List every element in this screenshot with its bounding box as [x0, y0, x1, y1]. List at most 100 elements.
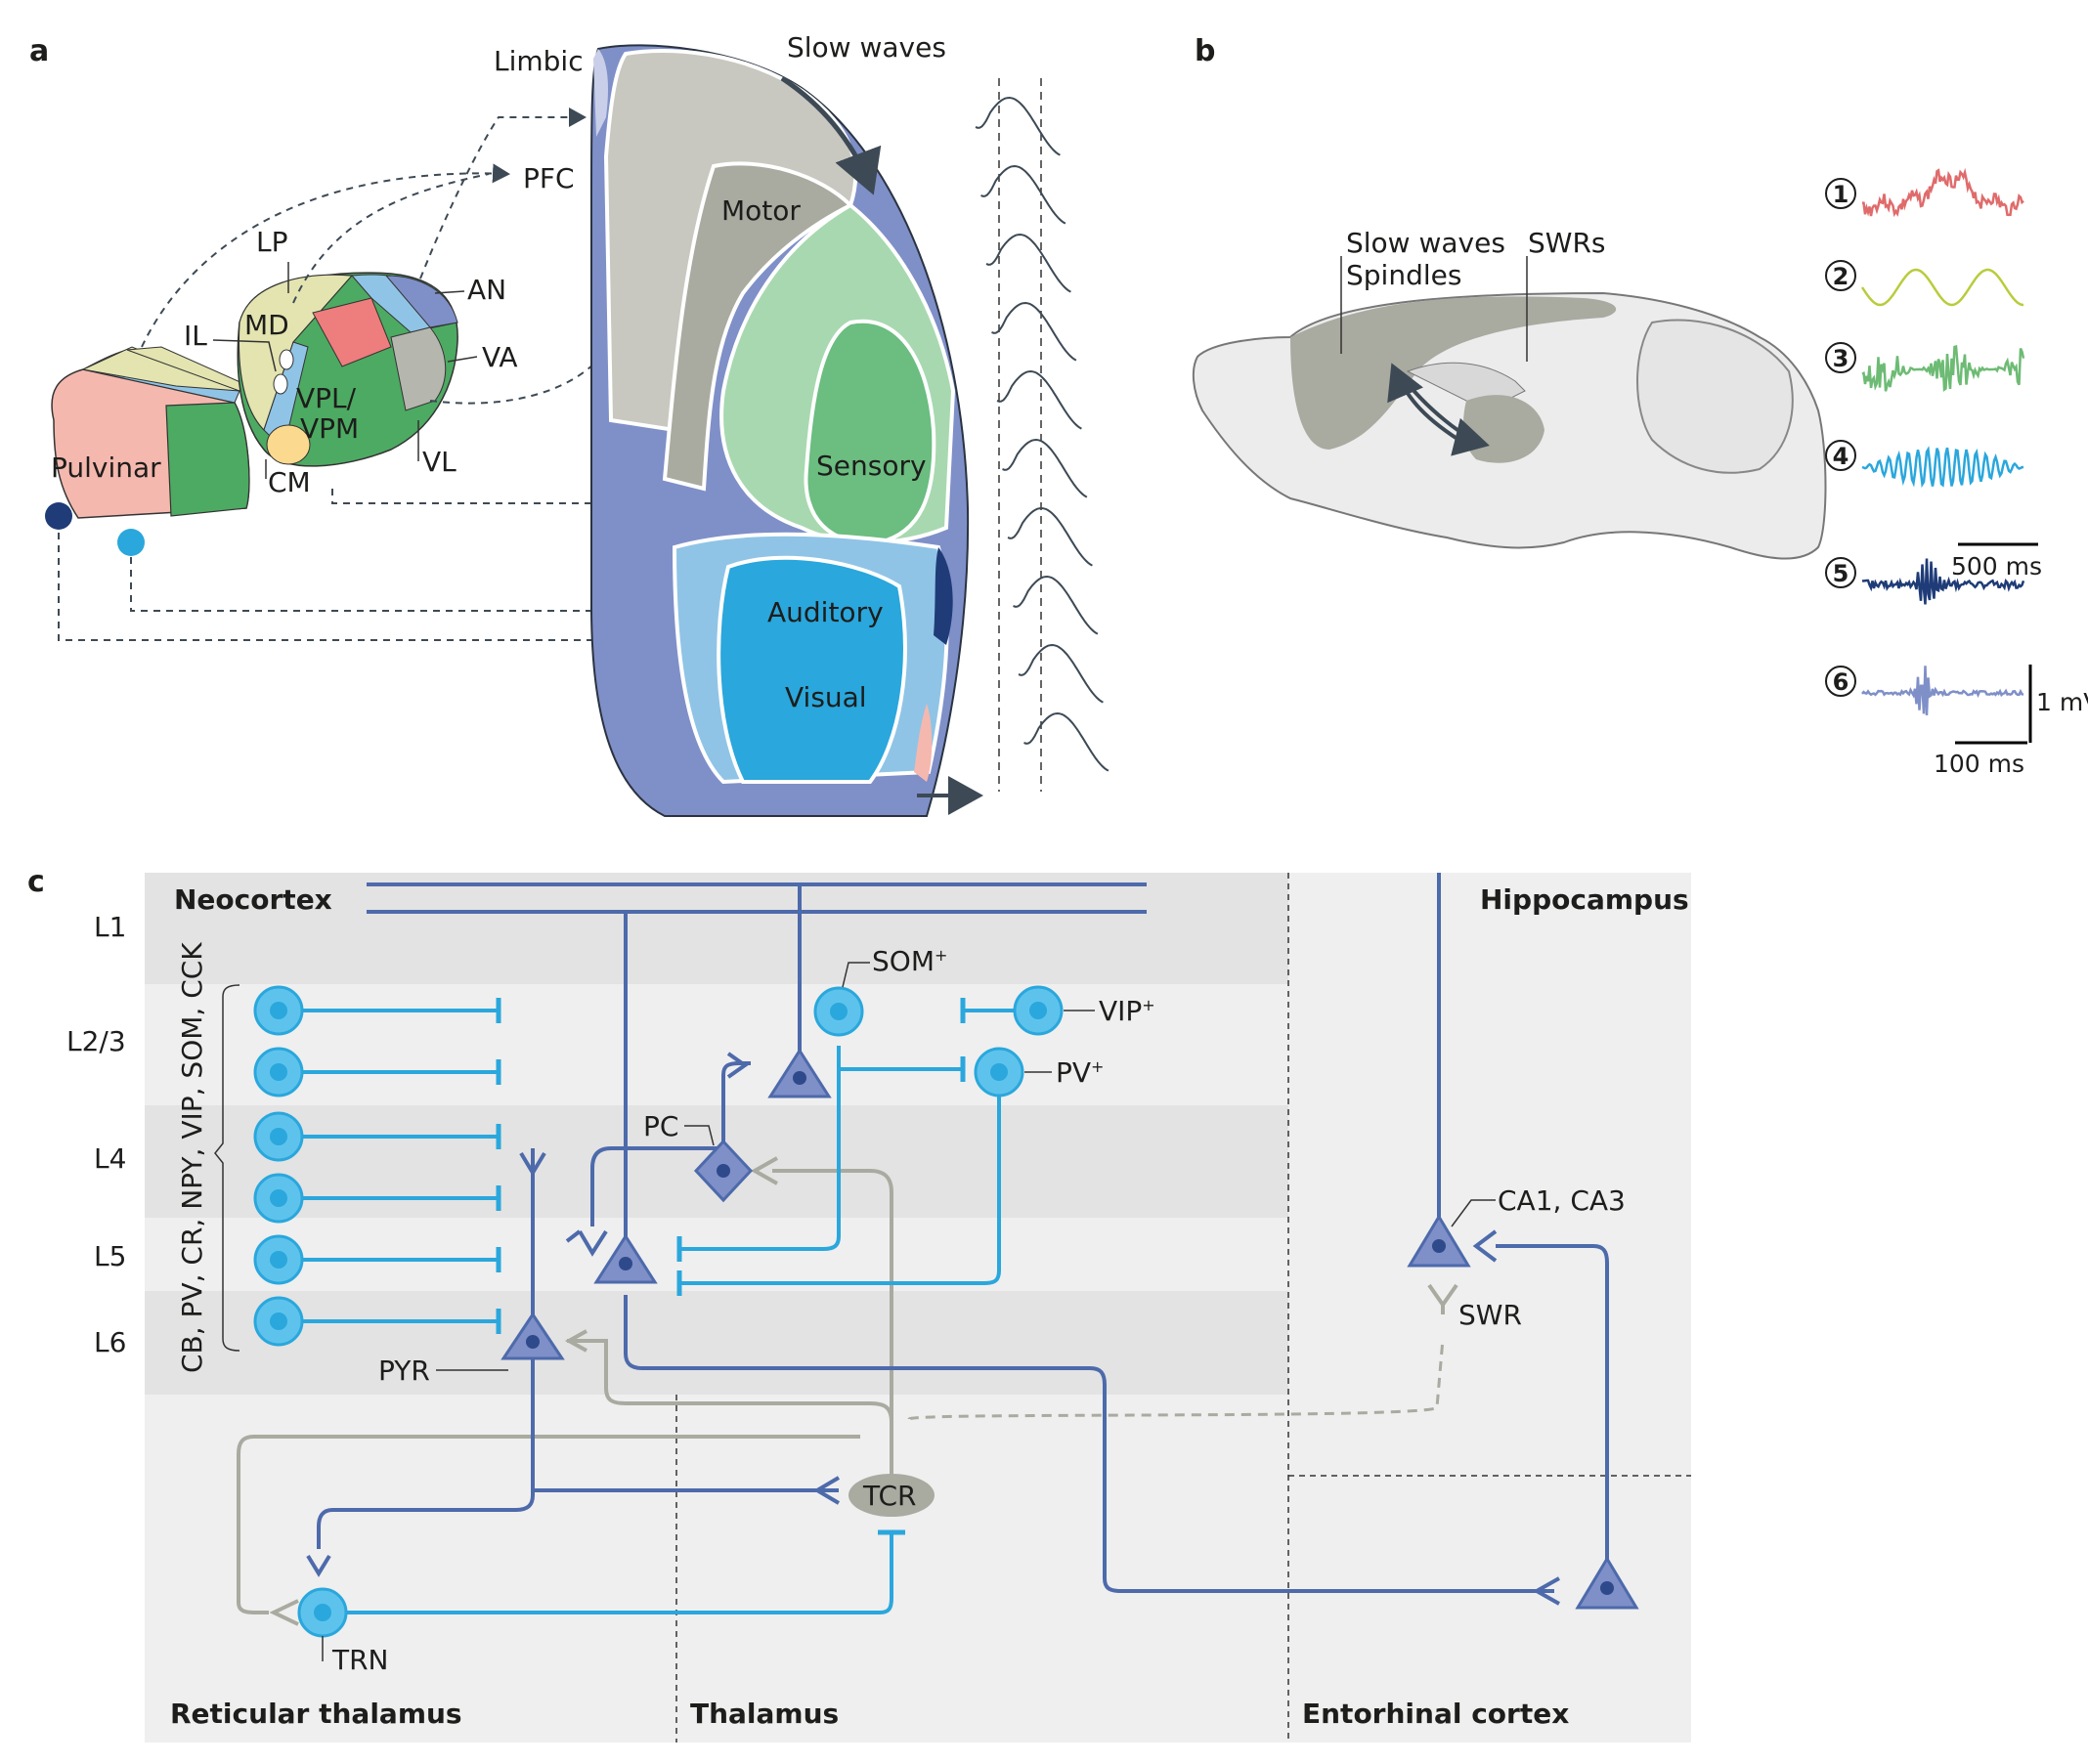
- cm-nucleus: [266, 424, 311, 465]
- visual-region: [717, 555, 907, 784]
- label-scale-500: 500 ms: [1951, 552, 2042, 581]
- thalamus-3d-model: [45, 272, 458, 556]
- slow-wave-trace-5: [996, 369, 1082, 430]
- lfp-trace-1: [1861, 167, 2024, 218]
- trn-cell: [297, 1587, 348, 1638]
- layer-label-l23: L2/3: [66, 1025, 126, 1057]
- ca-to-entorhinal-axon: [1496, 1244, 1609, 1569]
- trace-number-3: 3: [1833, 345, 1849, 372]
- layer-l5-band: [145, 1218, 1288, 1291]
- l5-to-entorhinal-axon: [624, 1295, 1554, 1593]
- label-b-spindles: Spindles: [1346, 259, 1461, 291]
- cerebellum: [1636, 319, 1794, 474]
- lfp-trace-3: [1861, 345, 2025, 392]
- interneuron-nucleus-6: [270, 1312, 287, 1330]
- trace-number-2: 2: [1833, 263, 1849, 290]
- label-md: MD: [244, 309, 289, 341]
- dark-blue-nucleus: [45, 502, 72, 530]
- layer-label-l1: L1: [94, 911, 126, 943]
- named-interneurons: [297, 985, 1064, 1638]
- pc-cell: [693, 1139, 754, 1203]
- label-vl: VL: [422, 446, 457, 478]
- trace-number-6: 6: [1833, 668, 1849, 696]
- label-pfc: PFC: [523, 162, 575, 194]
- label-il: IL: [184, 320, 207, 352]
- tcr-cell: [848, 1474, 935, 1517]
- slow-wave-trace-10: [1023, 711, 1109, 772]
- lfp-trace-6: [1861, 666, 2024, 715]
- label-cm: CM: [268, 466, 311, 498]
- vpl-red: [312, 297, 392, 367]
- pv-cell: [974, 1047, 1024, 1097]
- neocortex-gray: [1290, 296, 1617, 450]
- label-limbic: Limbic: [494, 45, 584, 77]
- region-thalamus: Thalamus: [690, 1698, 839, 1730]
- pc-leader: [684, 1125, 715, 1146]
- ca-pyramidal-cell: [1407, 1214, 1471, 1268]
- inhibitory-synapses: [676, 998, 966, 1535]
- panel-a-label: a: [29, 34, 49, 68]
- label-swr: SWR: [1458, 1299, 1522, 1331]
- label-vip: VIP+: [1099, 995, 1155, 1027]
- pyramidal-axons: [317, 873, 1609, 1593]
- projection-to-pfc: [141, 163, 510, 348]
- pyr-to-trn-axon: [317, 1148, 535, 1549]
- il-circle-1: [279, 349, 294, 370]
- som-cell: [813, 986, 864, 1037]
- label-som: SOM+: [872, 945, 947, 977]
- pc-to-l5-axon: [590, 1146, 723, 1226]
- label-ca: CA1, CA3: [1498, 1184, 1626, 1217]
- slow-wave-trace-4: [991, 301, 1077, 362]
- label-pc: PC: [643, 1110, 678, 1142]
- il-circle-2: [273, 373, 288, 395]
- trace-number-circle-4: [1825, 440, 1856, 471]
- trace-number-5: 5: [1833, 560, 1849, 587]
- pyramidal-cells: [500, 1048, 1639, 1610]
- an-nucleus: [384, 275, 458, 328]
- slow-wave-trace-1: [975, 96, 1061, 156]
- motor-region: [662, 161, 854, 492]
- slow-wave-trace-9: [1018, 643, 1104, 704]
- pyramidal-cell-l23: [767, 1048, 832, 1098]
- tcr-to-pc-axon: [772, 1169, 893, 1495]
- pulvinar-green-region: [165, 402, 250, 517]
- ca-leader: [1451, 1199, 1496, 1227]
- lfp-trace-4: [1861, 446, 2024, 489]
- light-blue-nucleus: [117, 529, 145, 556]
- layer-l23-band: [145, 984, 1288, 1105]
- region-neocortex: Neocortex: [174, 883, 332, 916]
- interneuron-bracket: [214, 984, 240, 1352]
- gray-synapse-endings: [269, 1156, 778, 1626]
- trn-to-tcr-axon: [347, 1532, 893, 1614]
- sensory-region: [804, 319, 936, 545]
- tcr-to-pyr-axon: [567, 1339, 893, 1423]
- region-hippocampus: Hippocampus: [1480, 883, 1689, 916]
- panel-b-label: b: [1195, 34, 1215, 68]
- region-reticular-thalamus: Reticular thalamus: [170, 1698, 462, 1730]
- label-auditory: Auditory: [767, 596, 884, 628]
- lfp-trace-5: [1861, 558, 2025, 605]
- layer-label-l6: L6: [94, 1326, 126, 1358]
- interneuron-rows: [253, 985, 501, 1347]
- label-pulvinar: Pulvinar: [51, 452, 161, 484]
- label-scale-100: 100 ms: [1934, 750, 2024, 778]
- label-trn: TRN: [331, 1644, 389, 1676]
- interneuron-nucleus-3: [270, 1128, 287, 1145]
- label-vpm: VPM: [300, 412, 359, 445]
- blue-synapse-endings: [306, 1052, 1560, 1606]
- som-axon-to-l5: [679, 1046, 841, 1251]
- pyramidal-cell-l5: [593, 1233, 658, 1284]
- entorhinal-pyramidal-cell: [1575, 1556, 1639, 1610]
- corticothalamic-loop-arrow: [1387, 363, 1468, 447]
- trace-number-circle-1: [1825, 178, 1856, 209]
- cortex-flatmap: [590, 44, 970, 817]
- circuit-background: [145, 873, 1691, 1742]
- swr-synapse: [1427, 1283, 1458, 1314]
- rodent-brain-sagittal: [1192, 256, 1827, 560]
- projection-to-sensory: [331, 489, 802, 513]
- trace-number-circle-3: [1825, 342, 1856, 373]
- trace-number-circle-5: [1825, 557, 1856, 588]
- label-pv: PV+: [1056, 1056, 1104, 1089]
- dark-blue-patch: [934, 547, 953, 645]
- label-vpl: VPL/: [296, 382, 357, 414]
